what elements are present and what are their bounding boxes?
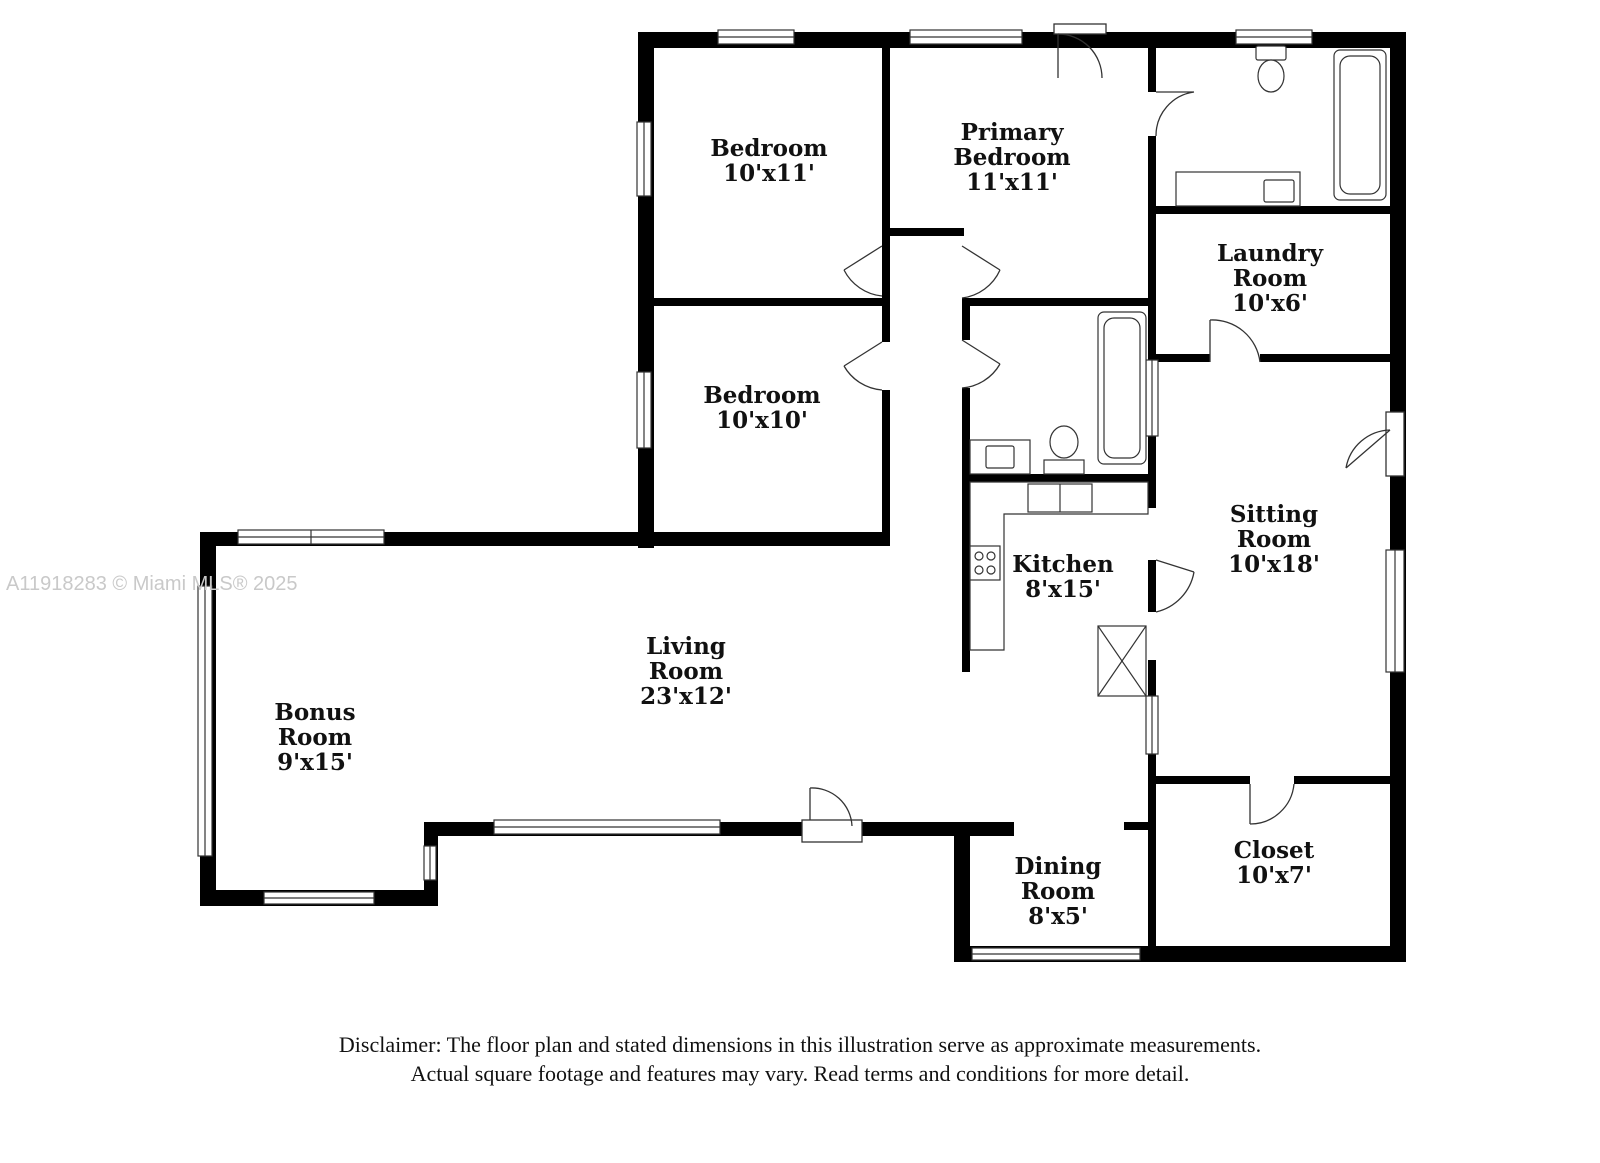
room-size: 10'x6' <box>1232 290 1308 317</box>
room-name: Room <box>649 658 723 685</box>
room-name: Bonus <box>274 699 355 726</box>
room-name: Kitchen <box>1012 551 1114 578</box>
fixtures <box>969 45 1387 697</box>
room-size: 11'x11' <box>966 169 1058 196</box>
stove-icon <box>969 545 1001 581</box>
disclaimer-line-2: Actual square footage and features may v… <box>410 1061 1190 1086</box>
doors <box>801 23 1405 843</box>
room-kitchen: Kitchen 8'x15' <box>1012 551 1114 603</box>
room-size: 8'x15' <box>1025 576 1101 603</box>
room-bonus: Bonus Room 9'x15' <box>274 699 355 776</box>
room-primary-bedroom: Primary Bedroom 11'x11' <box>953 119 1070 196</box>
room-name: Bedroom <box>703 382 820 409</box>
disclaimer: Disclaimer: The floor plan and stated di… <box>0 1030 1600 1088</box>
room-name: Bedroom <box>953 144 1070 171</box>
room-bedroom-2: Bedroom 10'x10' <box>703 382 820 434</box>
room-sitting: Sitting Room 10'x18' <box>1228 501 1320 578</box>
toilet-tank-icon <box>1043 459 1085 475</box>
room-bedroom-1: Bedroom 10'x11' <box>710 135 827 187</box>
room-name: Room <box>278 724 352 751</box>
room-name: Room <box>1021 878 1095 905</box>
disclaimer-line-1: Disclaimer: The floor plan and stated di… <box>338 1032 1262 1057</box>
watermark: A11918283 © Miami MLS® 2025 <box>6 573 297 595</box>
room-name: Laundry <box>1217 240 1324 267</box>
room-size: 23'x12' <box>640 683 732 710</box>
room-name: Primary <box>961 119 1065 146</box>
room-size: 10'x10' <box>716 407 808 434</box>
room-name: Living <box>646 633 726 660</box>
room-size: 9'x15' <box>277 749 353 776</box>
room-name: Bedroom <box>710 135 827 162</box>
room-name: Room <box>1237 526 1311 553</box>
room-size: 10'x11' <box>723 160 815 187</box>
room-name: Closet <box>1234 837 1315 864</box>
room-dining: Dining Room 8'x5' <box>1015 853 1102 930</box>
room-name: Sitting <box>1230 501 1318 528</box>
room-size: 10'x18' <box>1228 551 1320 578</box>
windows <box>197 29 1405 961</box>
room-laundry: Laundry Room 10'x6' <box>1217 240 1324 317</box>
kitchen-counter <box>969 481 1149 651</box>
toilet-tank-icon <box>1255 45 1287 61</box>
sink-icon <box>1263 179 1295 203</box>
sink-icon <box>985 445 1015 469</box>
toilet-icon <box>1049 425 1079 459</box>
toilet-icon <box>1257 59 1285 93</box>
room-living: Living Room 23'x12' <box>640 633 732 710</box>
room-closet: Closet 10'x7' <box>1234 837 1315 889</box>
room-name: Room <box>1233 265 1307 292</box>
room-size: 10'x7' <box>1236 862 1312 889</box>
room-size: 8'x5' <box>1028 903 1088 930</box>
room-name: Dining <box>1015 853 1102 880</box>
